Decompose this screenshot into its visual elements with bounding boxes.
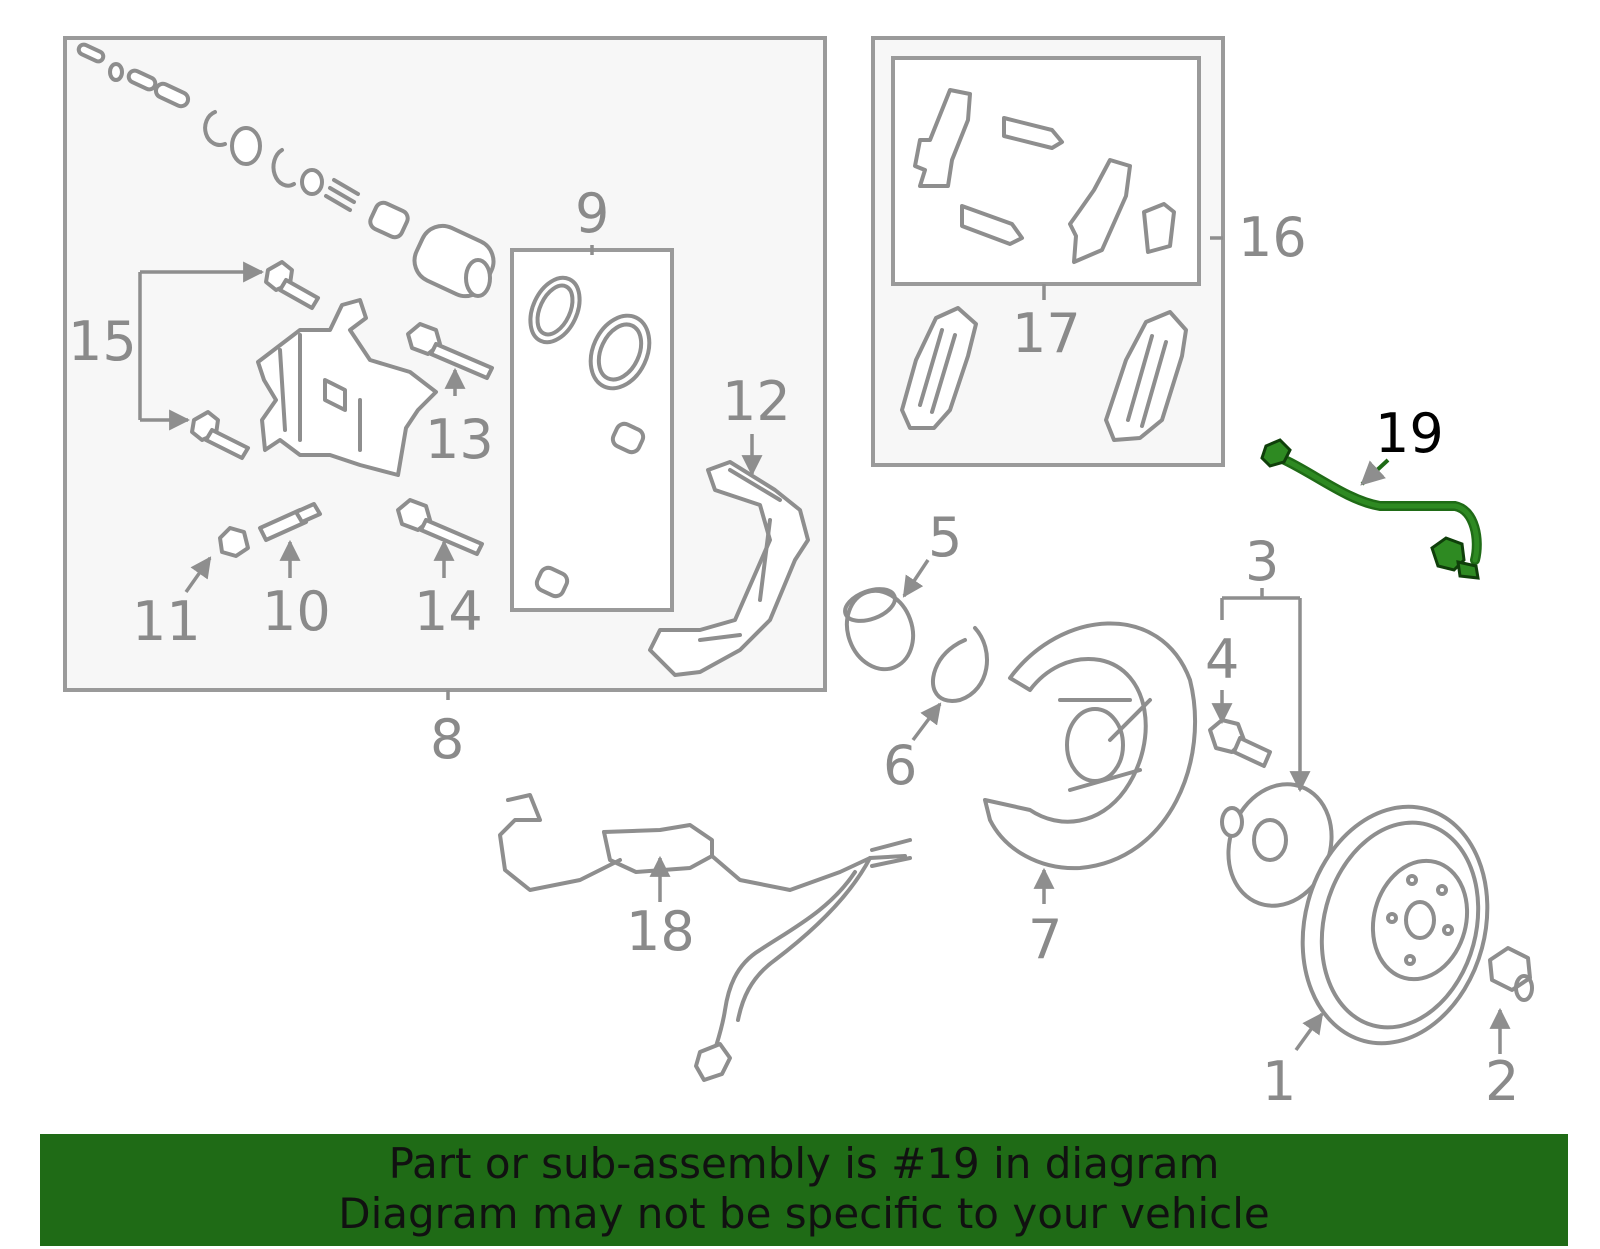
leader-lines: [138, 236, 1511, 1054]
callout-3: 3: [1245, 530, 1279, 593]
bushing-5: [843, 587, 916, 672]
callout-14: 14: [414, 580, 483, 643]
callout-10: 10: [262, 580, 331, 643]
abs-sensor-wire-18: [498, 793, 912, 1082]
callout-15: 15: [68, 310, 137, 373]
banner-line-2: Diagram may not be specific to your vehi…: [338, 1189, 1270, 1238]
callout-8: 8: [430, 708, 464, 771]
bleeder-screw-10: [258, 502, 322, 542]
bleeder-cap-11: [218, 526, 250, 558]
guide-pin-14: [396, 498, 484, 556]
callout-18: 18: [626, 900, 695, 963]
piston-small-parts: [76, 42, 496, 299]
callout-5: 5: [928, 506, 962, 569]
callout-11: 11: [132, 590, 201, 653]
bolt-15-top: [264, 260, 320, 310]
hub-nut-2: [1488, 946, 1534, 1002]
callout-16: 16: [1238, 206, 1307, 269]
snap-ring-6: [930, 626, 989, 703]
caliper-body: [256, 298, 438, 477]
bolt-15-bottom: [190, 410, 250, 460]
guide-pin-13: [406, 322, 494, 380]
banner-line-1: Part or sub-assembly is #19 in diagram: [388, 1139, 1220, 1188]
callout-19: 19: [1375, 402, 1444, 465]
callout-17: 17: [1012, 302, 1081, 365]
callout-7: 7: [1028, 908, 1062, 971]
wheel-stud-4: [1208, 718, 1272, 768]
callout-2: 2: [1485, 1050, 1519, 1113]
seal-kit-box: [510, 248, 674, 612]
callout-13: 13: [425, 408, 494, 471]
dust-shield-7: [983, 621, 1198, 871]
callout-4: 4: [1205, 628, 1239, 691]
seal-kit-parts: [528, 275, 652, 599]
callout-1: 1: [1262, 1050, 1296, 1113]
callout-9: 9: [575, 182, 609, 245]
info-banner: Part or sub-assembly is #19 in diagram D…: [40, 1134, 1568, 1246]
callout-12: 12: [722, 370, 791, 433]
brake-hose-19: [1260, 438, 1482, 580]
brake-rotor-1: [1300, 804, 1490, 1046]
pad-hardware-17: [913, 88, 1176, 264]
callout-6: 6: [883, 734, 917, 797]
